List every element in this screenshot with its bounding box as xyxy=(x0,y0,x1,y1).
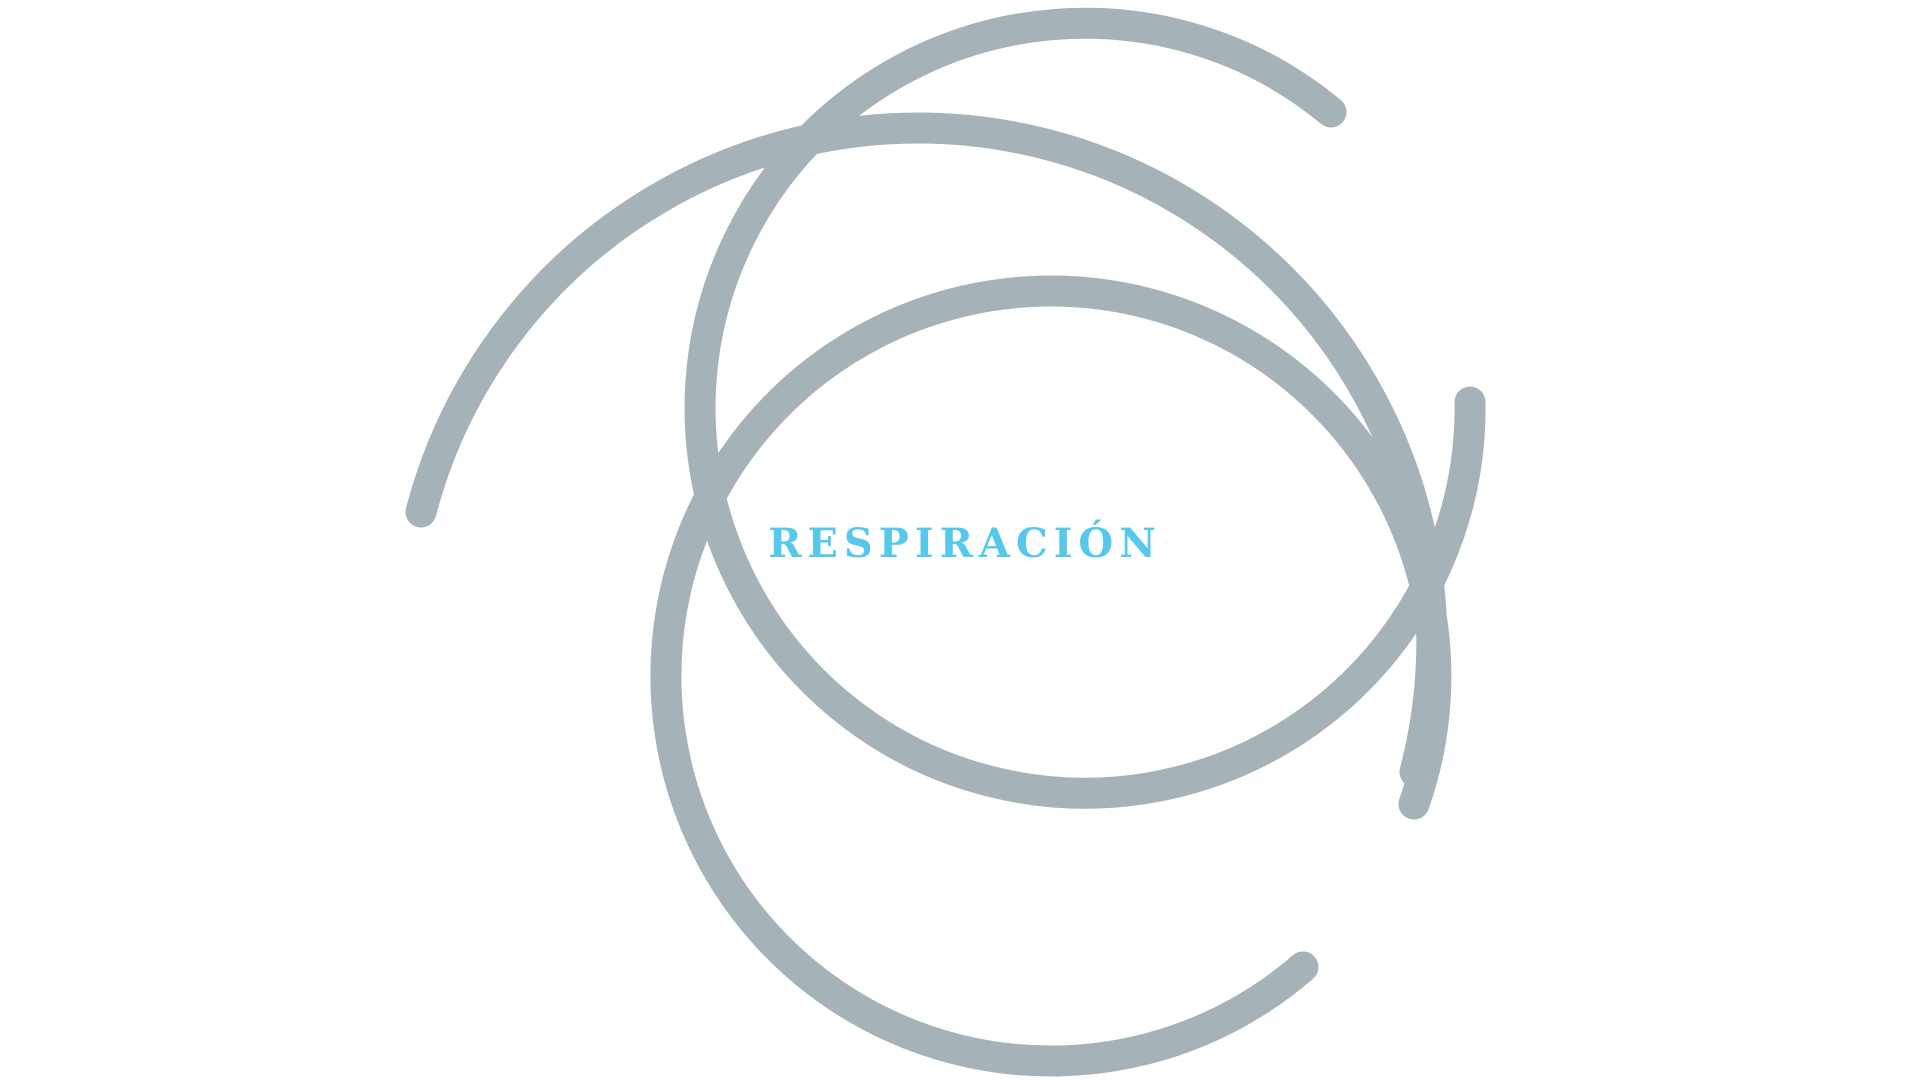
ring-bottom-arc xyxy=(650,275,1452,1077)
ring-top-arc xyxy=(684,7,1486,809)
logo-title: RESPIRACIÓN xyxy=(768,519,1162,567)
ring-left-arc xyxy=(405,112,1448,788)
